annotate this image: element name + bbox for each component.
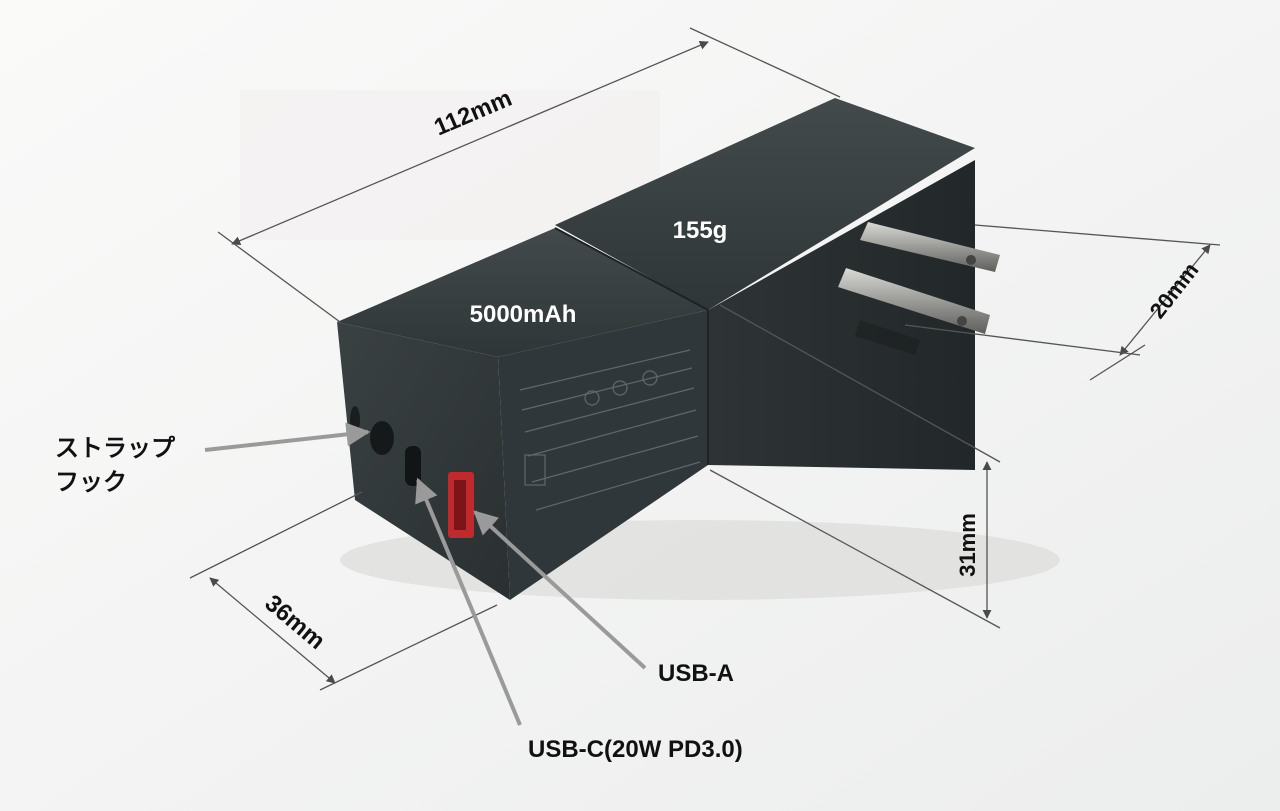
plug-prong-lower xyxy=(838,268,990,334)
height-label: 31mm xyxy=(955,513,980,577)
width-dimension-line xyxy=(1119,244,1211,356)
regulatory-label-print xyxy=(519,349,701,511)
device-top-face-rear xyxy=(555,98,975,310)
usb-a-pointer xyxy=(473,510,647,670)
capacity-label: 5000mAh xyxy=(470,301,577,328)
weight-label: 155g xyxy=(673,217,728,244)
strap-hook-label-line1: ストラップ xyxy=(55,435,176,462)
power-bank-device xyxy=(337,98,1000,600)
usb-a-label: USB-A xyxy=(658,660,734,687)
device-top-face-front xyxy=(337,228,708,357)
strap-hook-hole xyxy=(370,421,394,455)
usb-c-label: USB-C(20W PD3.0) xyxy=(528,736,743,763)
strap-hook-pointer xyxy=(204,422,371,452)
usb-a-port-inner xyxy=(454,480,466,530)
pointer-arrows xyxy=(204,422,647,726)
strap-hook-slot xyxy=(350,406,360,434)
strap-hook-label-line2: フック xyxy=(55,469,127,496)
depth-dimension-line xyxy=(209,577,336,684)
length-dimension-line xyxy=(231,41,709,245)
usb-c-port xyxy=(405,446,421,486)
plug-prong-upper xyxy=(860,222,1000,272)
plug-prongs xyxy=(838,222,1000,355)
usb-c-pointer xyxy=(415,477,522,726)
dimension-lines xyxy=(189,27,1221,691)
